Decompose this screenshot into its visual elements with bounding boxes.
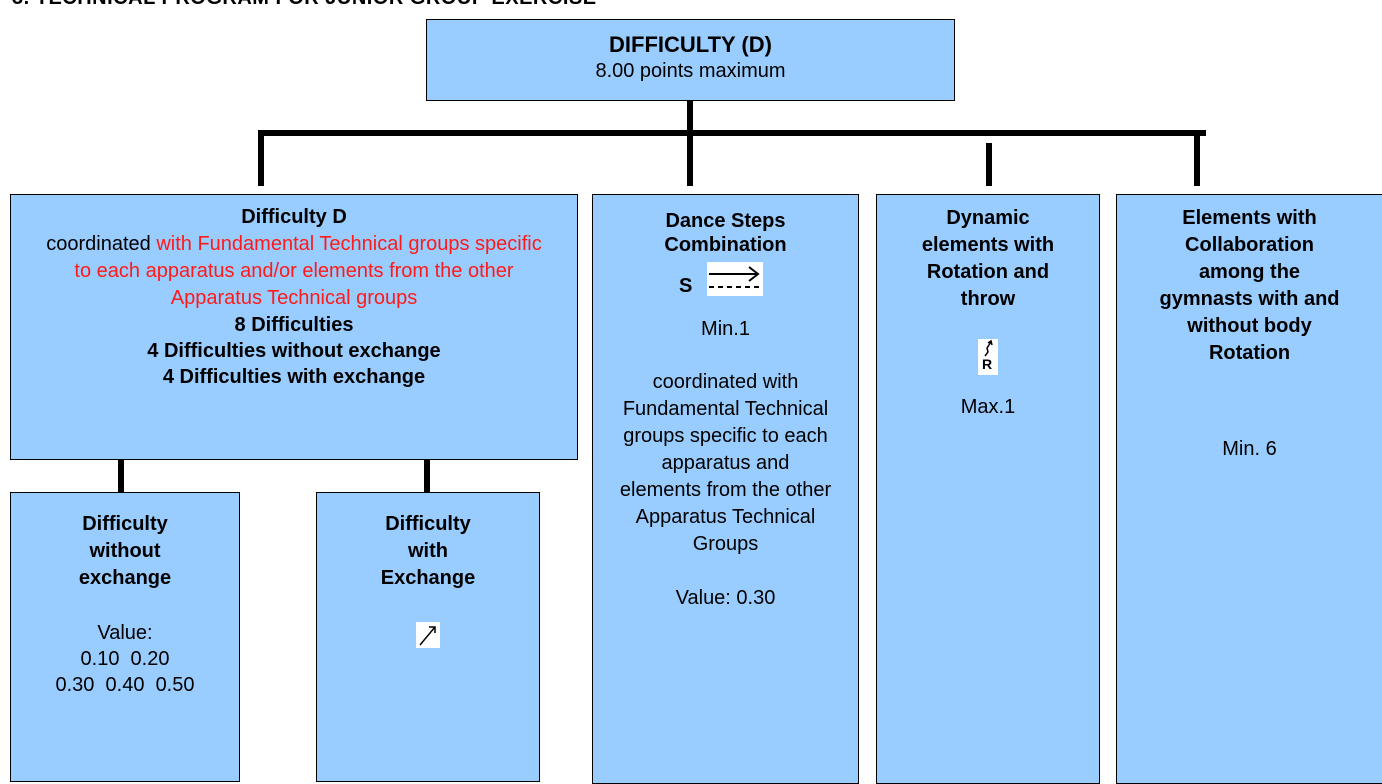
difficulty-d-title: Difficulty D: [241, 206, 347, 228]
difficulty-root-box: DIFFICULTY (D) 8.00 points maximum: [426, 19, 955, 101]
diagonal-arrow-icon: [416, 622, 440, 648]
connector-sub-left: [118, 459, 124, 492]
root-title: DIFFICULTY (D): [609, 32, 772, 57]
with-exchange-title: Difficulty with Exchange: [380, 513, 476, 589]
difficulty-d-with: 4 Difficulties with exchange: [162, 366, 426, 388]
dance-symbol-letter: S: [679, 275, 693, 297]
connector-drop-2: [687, 130, 693, 186]
dance-steps-box: Dance Steps Combination S Min.1 coordina…: [592, 194, 859, 784]
with-exchange-box: Difficulty with Exchange: [316, 492, 540, 782]
difficulty-d-without: 4 Difficulties without exchange: [147, 340, 441, 362]
difficulty-d-count: 8 Difficulties: [234, 314, 354, 336]
difficulty-d-text-black: coordinated: [46, 233, 151, 255]
dance-steps-title: Dance Steps Combination: [664, 210, 787, 256]
dance-min: Min.1: [701, 318, 750, 340]
connector-sub-right: [424, 459, 430, 492]
dynamic-elements-box: Dynamic elements with Rotation and throw…: [876, 194, 1100, 784]
collaboration-title: Elements with Collaboration among the gy…: [1159, 207, 1340, 364]
page-heading: 3. TECHNICAL PROGRAM FOR JUNIOR GROUP EX…: [12, 0, 912, 13]
without-exchange-box: Difficulty without exchange Value: 0.10 …: [10, 492, 240, 782]
difficulty-d-box: Difficulty D coordinated with Fundamenta…: [10, 194, 578, 460]
connector-drop-4: [1194, 136, 1200, 186]
dynamic-title: Dynamic elements with Rotation and throw: [921, 207, 1055, 310]
connector-drop-1: [258, 130, 264, 186]
rotation-symbol-letter: R: [982, 356, 993, 372]
difficulty-d-text-red: with Fundamental Technical groups specif…: [74, 233, 542, 309]
connector-drop-3: [986, 143, 992, 186]
rotation-throw-icon: R: [978, 339, 998, 375]
connector-top-stem: [687, 100, 693, 136]
value-label: Value:: [97, 622, 153, 644]
connector-horizontal-bar: [258, 130, 1206, 136]
root-subtitle: 8.00 points maximum: [595, 60, 786, 82]
without-exchange-title: Difficulty without exchange: [78, 513, 172, 589]
collaboration-min: Min. 6: [1222, 438, 1277, 460]
dance-description: coordinated with Fundamental Technical g…: [619, 371, 832, 555]
dynamic-max: Max.1: [960, 396, 1016, 418]
values-row-1: 0.10 0.20: [80, 648, 170, 670]
dance-steps-arrow-icon: [707, 262, 763, 296]
dance-value: Value: 0.30: [675, 587, 776, 609]
collaboration-box: Elements with Collaboration among the gy…: [1116, 194, 1382, 784]
values-row-2: 0.30 0.40 0.50: [55, 674, 195, 696]
